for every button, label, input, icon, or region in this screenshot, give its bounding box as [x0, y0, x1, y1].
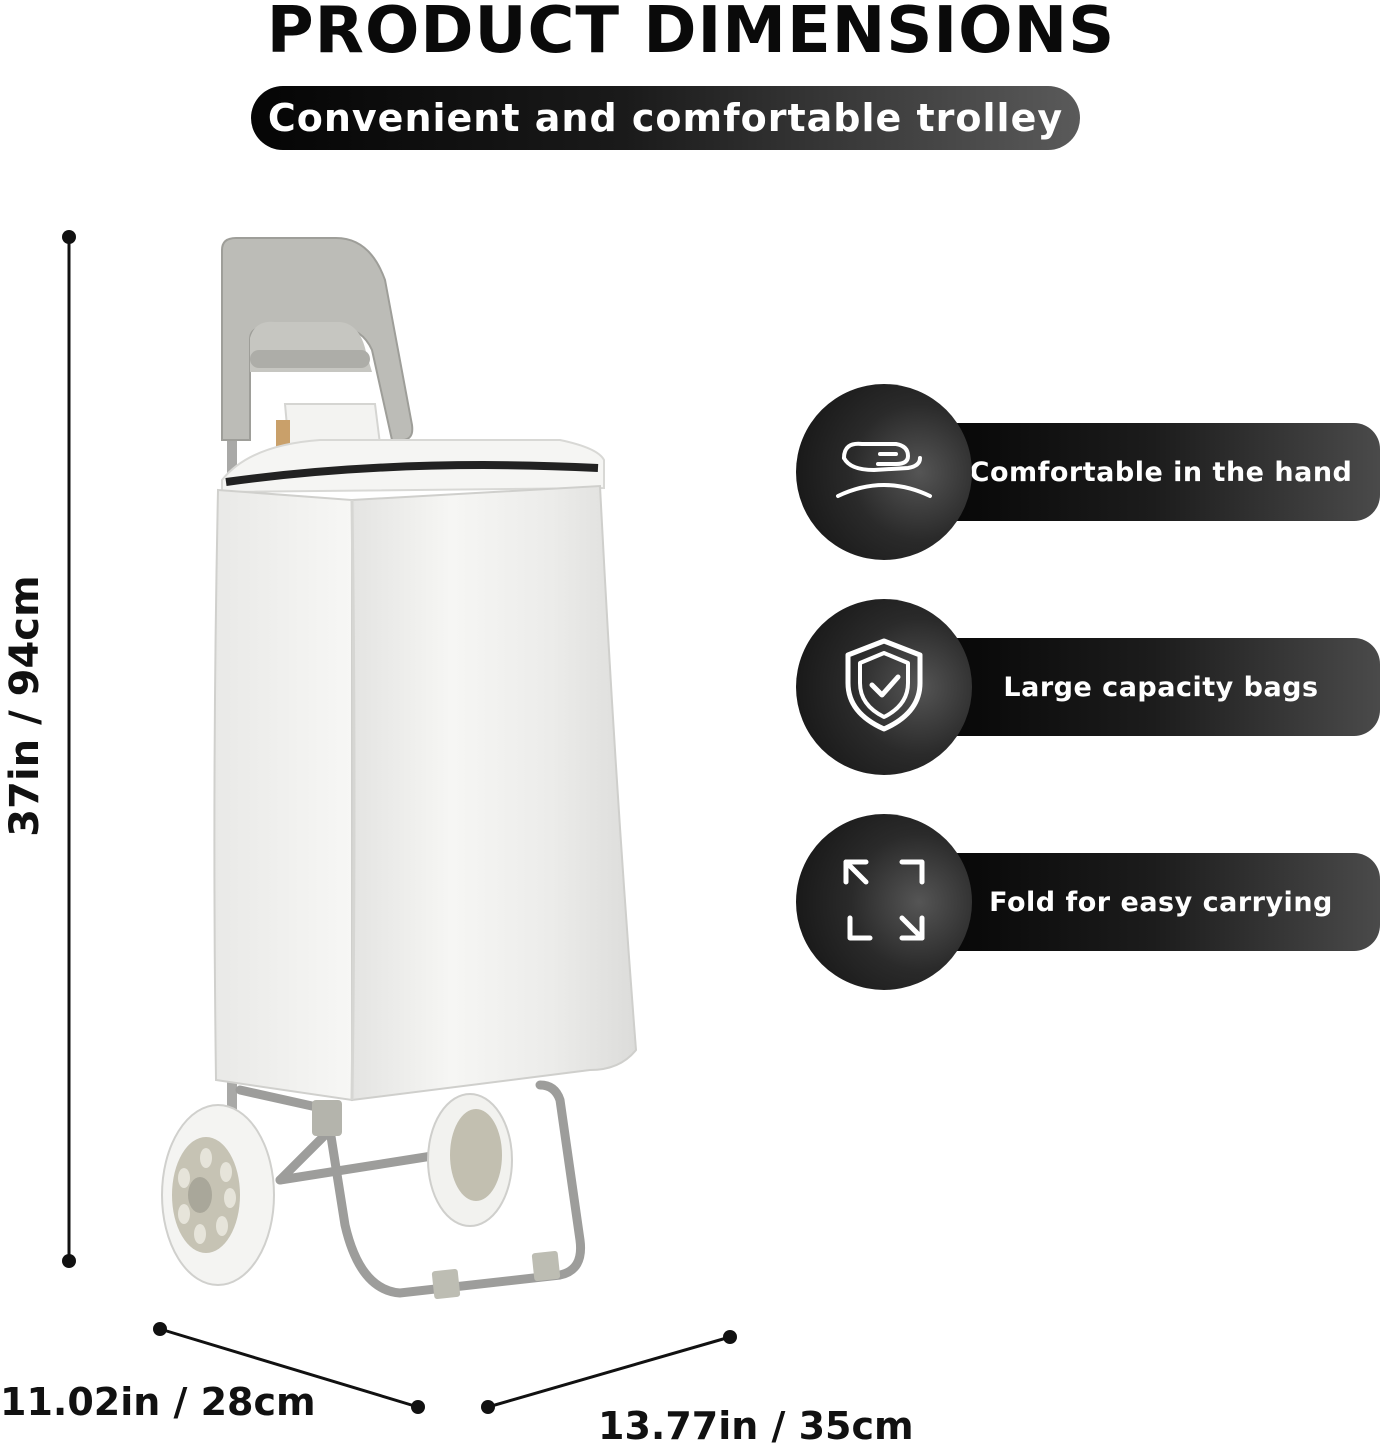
height-dimension-line	[62, 230, 76, 1268]
feature-comfort: Comfortable in the hand	[796, 384, 1380, 560]
front-wheel	[161, 1104, 275, 1286]
hand-comfort-icon	[834, 430, 934, 514]
trolley-frame	[235, 1080, 586, 1298]
feature-icon-circle	[796, 814, 972, 990]
feature-fold: Fold for easy carrying	[796, 814, 1380, 990]
feature-icon-circle	[796, 599, 972, 775]
feature-label: Large capacity bags	[1003, 671, 1319, 703]
width-dimension-label: 13.77in / 35cm	[598, 1404, 914, 1448]
depth-dimension-label: 11.02in / 28cm	[0, 1380, 316, 1424]
feature-label: Fold for easy carrying	[989, 886, 1333, 918]
feature-label: Comfortable in the hand	[969, 456, 1353, 488]
bag-side	[213, 488, 353, 1102]
back-wheel	[427, 1093, 513, 1227]
trolley-handle	[221, 237, 414, 441]
depth-dimension-line	[153, 1322, 425, 1414]
feature-bar	[926, 423, 1380, 521]
subtitle-banner: Convenient and comfortable trolley	[251, 86, 1080, 150]
bag-front	[351, 484, 638, 1102]
feature-bar	[926, 853, 1380, 951]
subtitle-text: Convenient and comfortable trolley	[267, 96, 1064, 140]
feature-icon-circle	[796, 384, 972, 560]
page-title: PRODUCT DIMENSIONS	[266, 0, 1116, 68]
width-dimension-line	[481, 1330, 737, 1414]
fold-arrows-icon	[842, 858, 926, 946]
shield-check-icon	[842, 637, 926, 737]
feature-bar	[926, 638, 1380, 736]
feature-capacity: Large capacity bags	[796, 599, 1380, 775]
